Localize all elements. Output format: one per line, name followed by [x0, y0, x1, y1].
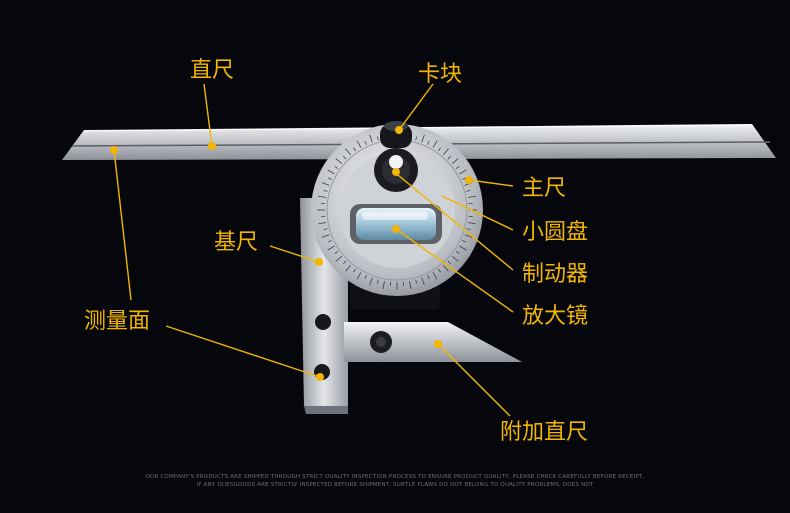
label-straight-ruler: 直尺: [190, 58, 234, 84]
label-magnifier: 放大镜: [522, 304, 588, 330]
label-brake: 制动器: [522, 262, 588, 288]
label-clamp: 卡块: [418, 62, 462, 88]
clamp-knob: [380, 121, 412, 148]
label-extra-straight-ruler: 附加直尺: [500, 420, 588, 446]
footer-notice-line-2: IF ANY QUESGOODS ARE STRICTLY INSPECTED …: [0, 481, 790, 489]
label-measuring-face: 测量面: [84, 309, 150, 335]
label-base-ruler: 基尺: [214, 230, 258, 256]
label-main-ruler: 主尺: [522, 176, 566, 202]
magnifier-shape: [350, 204, 442, 244]
attached-ruler-shape: [344, 322, 522, 362]
base-ruler-hole-icon: [315, 314, 331, 330]
footer-notice-line-1: OUR COMPANY'S PRODUCTS ARE SHIPPED THROU…: [0, 473, 790, 481]
label-small-disc: 小圆盘: [522, 220, 588, 246]
